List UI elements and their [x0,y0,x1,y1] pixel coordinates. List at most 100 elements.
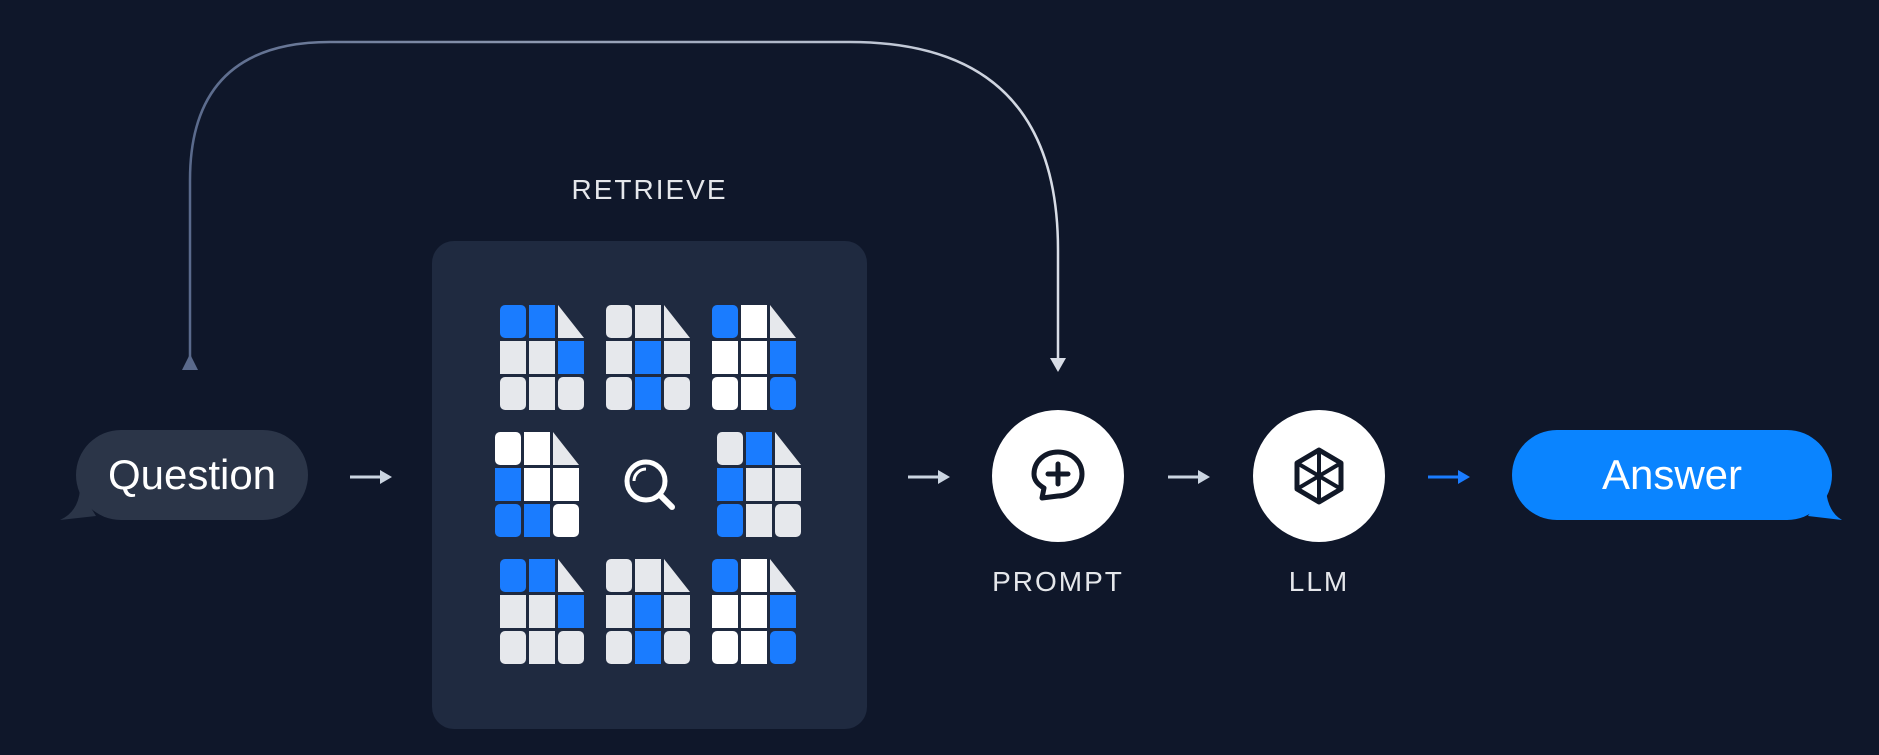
prompt-node [992,410,1124,542]
doc-cell [500,341,526,374]
table-document-icon [712,305,796,410]
doc-cell [529,595,555,628]
doc-cell [495,504,521,537]
table-document-icon [606,559,690,664]
llm-node [1253,410,1385,542]
doc-cell [635,559,661,592]
table-document-icon [712,559,796,664]
doc-cell [606,377,632,410]
doc-cell [558,377,584,410]
doc-cell [524,432,550,465]
doc-cell [664,631,690,664]
doc-cell [746,432,772,465]
doc-cell [524,504,550,537]
table-document-icon [717,432,801,537]
doc-cell [529,559,555,592]
doc-cell [635,377,661,410]
doc-cell [529,341,555,374]
arrow-prompt-to-llm [1168,470,1210,484]
doc-cell [770,631,796,664]
doc-cell [712,559,738,592]
doc-cell [500,559,526,592]
doc-fold-corner [770,305,796,338]
doc-cell [741,559,767,592]
arrow-question-to-retrieve [350,470,392,484]
doc-cell [717,468,743,501]
doc-cell [558,341,584,374]
hexagon-network-icon [1294,447,1344,505]
question-label: Question [107,451,277,498]
doc-cell [635,341,661,374]
doc-cell [500,631,526,664]
doc-fold-corner [553,432,579,465]
feedback-loop-line [188,40,1060,362]
doc-cell [712,305,738,338]
doc-cell [500,377,526,410]
arrow-retrieve-to-prompt [908,470,950,484]
doc-fold-corner [664,305,690,338]
doc-cell [712,595,738,628]
doc-cell [770,377,796,410]
chat-plus-icon [1031,449,1085,501]
doc-cell [606,631,632,664]
doc-fold-corner [770,559,796,592]
table-document-icon [500,305,584,410]
doc-cell [746,504,772,537]
magnifier-icon [624,459,675,510]
table-document-icon [606,305,690,410]
loop-start-arrowhead [182,354,198,370]
doc-cell [635,305,661,338]
doc-cell [524,468,550,501]
doc-cell [529,631,555,664]
doc-cell [664,595,690,628]
doc-cell [664,341,690,374]
doc-cell [712,631,738,664]
doc-cell [553,468,579,501]
doc-cell [712,377,738,410]
doc-cell [712,341,738,374]
doc-cell [775,468,801,501]
doc-cell [495,432,521,465]
doc-cell [741,595,767,628]
doc-cell [770,341,796,374]
table-document-icon [500,559,584,664]
loop-end-arrowhead [1050,358,1066,372]
doc-cell [717,504,743,537]
doc-cell [664,377,690,410]
prompt-label: PROMPT [992,566,1124,597]
answer-label: Answer [1601,451,1743,498]
doc-cell [500,595,526,628]
table-document-icon [495,432,579,537]
doc-cell [558,595,584,628]
doc-cell [558,631,584,664]
question-bubble [60,430,308,520]
doc-cell [741,341,767,374]
answer-bubble [1512,430,1842,520]
doc-cell [741,305,767,338]
doc-cell [529,377,555,410]
doc-cell [635,631,661,664]
doc-cell [606,559,632,592]
doc-cell [553,504,579,537]
doc-cell [770,595,796,628]
doc-cell [741,377,767,410]
llm-label: LLM [1288,566,1350,597]
doc-cell [606,595,632,628]
retrieve-label: RETRIEVE [571,174,728,205]
doc-cell [500,305,526,338]
doc-cell [746,468,772,501]
doc-cell [606,341,632,374]
doc-fold-corner [558,305,584,338]
doc-cell [635,595,661,628]
doc-cell [717,432,743,465]
doc-fold-corner [775,432,801,465]
doc-cell [775,504,801,537]
doc-fold-corner [558,559,584,592]
doc-cell [741,631,767,664]
doc-cell [606,305,632,338]
doc-fold-corner [664,559,690,592]
doc-cell [495,468,521,501]
doc-cell [529,305,555,338]
